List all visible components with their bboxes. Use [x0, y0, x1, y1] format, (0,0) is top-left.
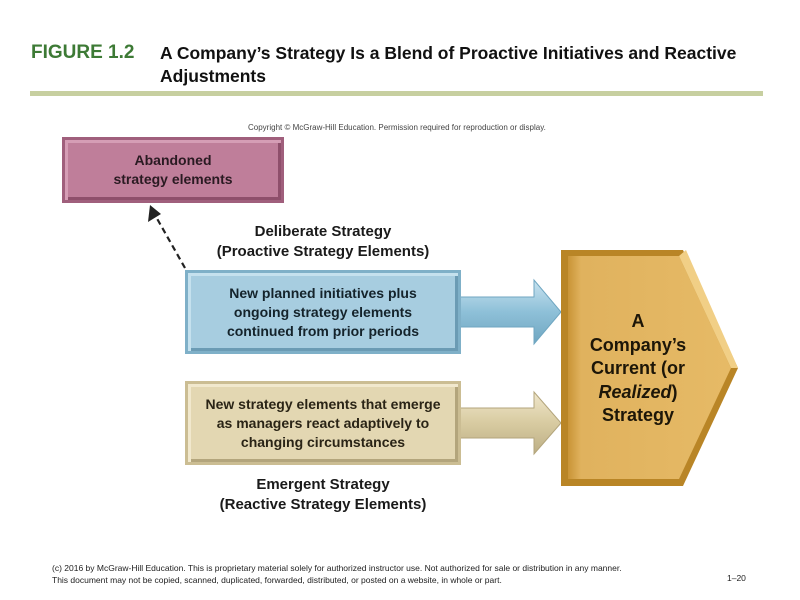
- deliberate-line-1: New planned initiatives plus: [229, 284, 417, 301]
- realized-close-paren: ): [671, 381, 678, 402]
- realized-line-2: Company’s: [589, 334, 687, 355]
- realized-line-1: A: [631, 311, 645, 331]
- emergent-line-2: as managers react adaptively to: [216, 414, 430, 431]
- emergent-heading-line-2: (Reactive Strategy Elements): [219, 496, 427, 513]
- page-number: 1–20: [727, 573, 746, 583]
- emergent-strategy-heading: Emergent Strategy (Reactive Strategy Ele…: [185, 475, 461, 515]
- emergent-strategy-box: New strategy elements that emerge as man…: [185, 381, 461, 465]
- abandoned-strategy-box: Abandoned strategy elements: [62, 137, 284, 203]
- realized-line-3: Current (or: [591, 358, 685, 378]
- deliberate-arrow: [456, 278, 562, 346]
- abandon-connector: [154, 214, 186, 269]
- abandoned-line-1: Abandoned: [134, 152, 212, 168]
- copyright-notice: Copyright © McGraw-Hill Education. Permi…: [248, 123, 546, 132]
- emergent-heading-line-1: Emergent Strategy: [256, 476, 390, 493]
- title-divider: [30, 91, 763, 96]
- abandoned-line-2: strategy elements: [113, 171, 233, 187]
- figure-label: FIGURE 1.2: [31, 42, 135, 63]
- deliberate-line-2: ongoing strategy elements: [233, 303, 413, 320]
- figure-title: A Company’s Strategy Is a Blend of Proac…: [160, 43, 737, 86]
- realized-strategy-face: [568, 256, 731, 479]
- footer-notice: (c) 2016 by McGraw-Hill Education. This …: [52, 563, 622, 585]
- realized-strategy-highlight: [679, 250, 738, 368]
- realized-italic-word: Realized: [598, 381, 672, 402]
- realized-line-4: Realized): [568, 381, 708, 405]
- emergent-arrow: [456, 390, 562, 456]
- realized-line-5: Strategy: [601, 405, 675, 425]
- abandon-arrowhead-icon: [148, 205, 161, 222]
- deliberate-strategy-heading: Deliberate Strategy (Proactive Strategy …: [185, 222, 461, 262]
- deliberate-line-3: continued from prior periods: [226, 322, 420, 339]
- deliberate-heading-line-2: (Proactive Strategy Elements): [216, 243, 430, 260]
- emergent-line-3: changing circumstances: [240, 433, 406, 450]
- deliberate-heading-line-1: Deliberate Strategy: [254, 223, 392, 240]
- emergent-line-1: New strategy elements that emerge: [205, 395, 441, 412]
- realized-strategy-label: A Company’s Current (or Realized) Strate…: [568, 310, 708, 428]
- deliberate-strategy-box: New planned initiatives plus ongoing str…: [185, 270, 461, 354]
